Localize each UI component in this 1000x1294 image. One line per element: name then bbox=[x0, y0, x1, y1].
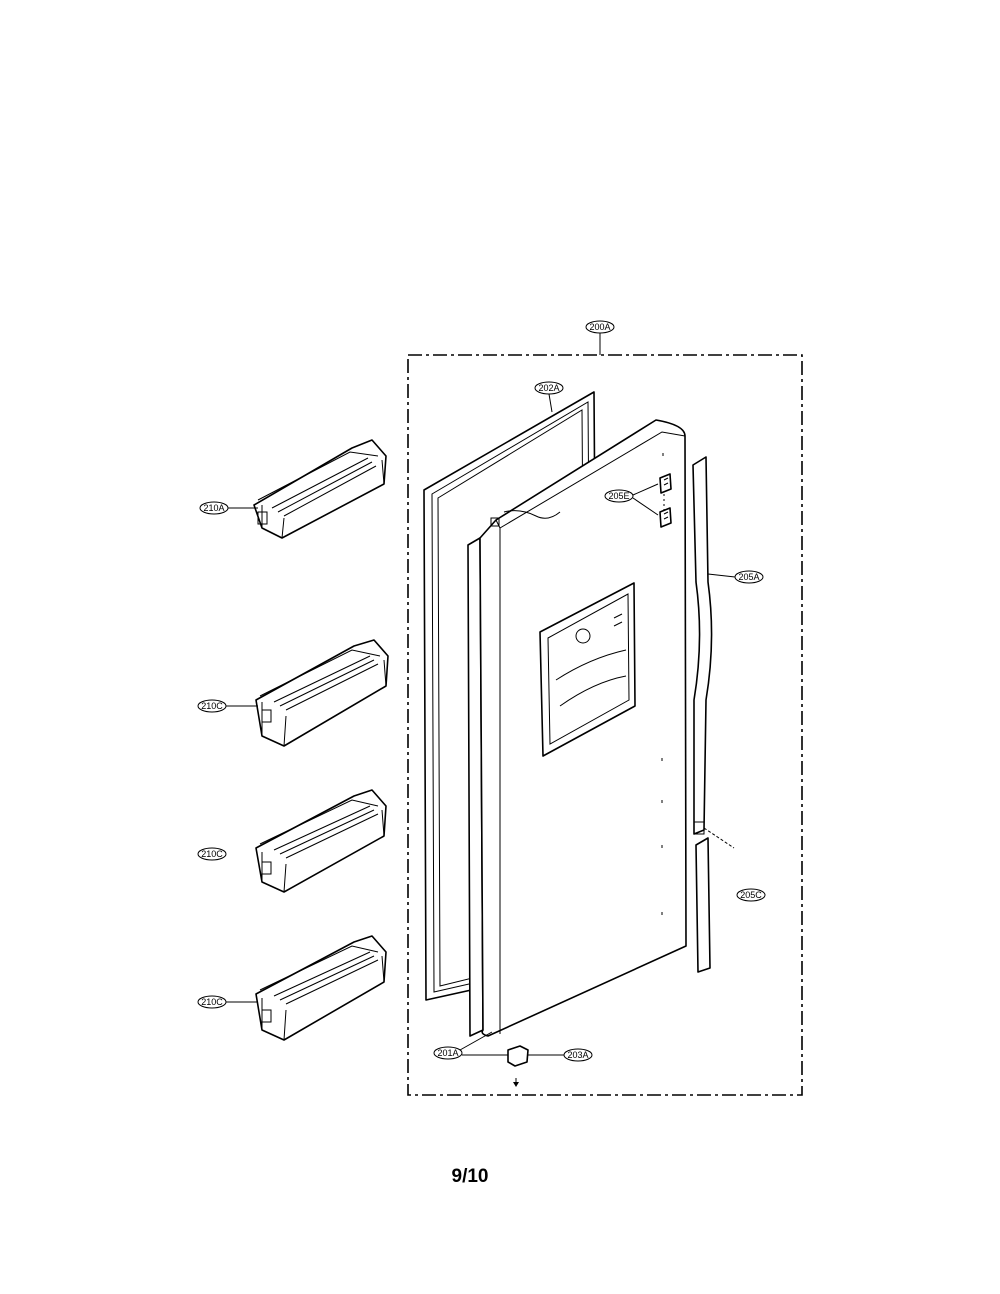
label-210A[interactable]: 210A bbox=[199, 501, 229, 515]
page-number: 9/10 bbox=[451, 1166, 489, 1187]
label-205A[interactable]: 205A bbox=[734, 570, 764, 584]
label-210C-3[interactable]: 210C bbox=[197, 995, 227, 1009]
door-basket-3 bbox=[255, 789, 387, 893]
door-panel bbox=[467, 419, 687, 1037]
svg-text:210A: 210A bbox=[203, 503, 224, 513]
door-handle-upper bbox=[692, 456, 735, 849]
label-205C[interactable]: 205C bbox=[736, 888, 766, 902]
assembly-boundary bbox=[407, 354, 803, 1096]
label-202A[interactable]: 202A bbox=[534, 381, 564, 395]
door-basket-1 bbox=[253, 439, 387, 539]
label-201A[interactable]: 201A bbox=[433, 1046, 463, 1060]
hinge-bracket-lower bbox=[659, 507, 672, 528]
svg-text:202A: 202A bbox=[538, 383, 559, 393]
svg-text:201A: 201A bbox=[437, 1048, 458, 1058]
svg-text:203A: 203A bbox=[567, 1050, 588, 1060]
door-basket-2 bbox=[255, 639, 389, 747]
door-handle-lower bbox=[695, 837, 711, 973]
svg-text:210C: 210C bbox=[201, 997, 223, 1007]
label-210C-2[interactable]: 210C bbox=[197, 847, 227, 861]
svg-text:200A: 200A bbox=[589, 322, 610, 332]
label-200A[interactable]: 200A bbox=[585, 320, 615, 334]
svg-text:205C: 205C bbox=[740, 890, 762, 900]
label-203A[interactable]: 203A bbox=[563, 1048, 593, 1062]
label-210C-1[interactable]: 210C bbox=[197, 699, 227, 713]
svg-text:210C: 210C bbox=[201, 849, 223, 859]
hinge-bracket-upper bbox=[659, 473, 672, 494]
hinge-cap bbox=[507, 1045, 529, 1087]
svg-text:205A: 205A bbox=[738, 572, 759, 582]
label-205E[interactable]: 205E bbox=[604, 489, 634, 503]
svg-text:210C: 210C bbox=[201, 701, 223, 711]
door-basket-4 bbox=[255, 935, 387, 1041]
svg-text:205E: 205E bbox=[608, 491, 629, 501]
